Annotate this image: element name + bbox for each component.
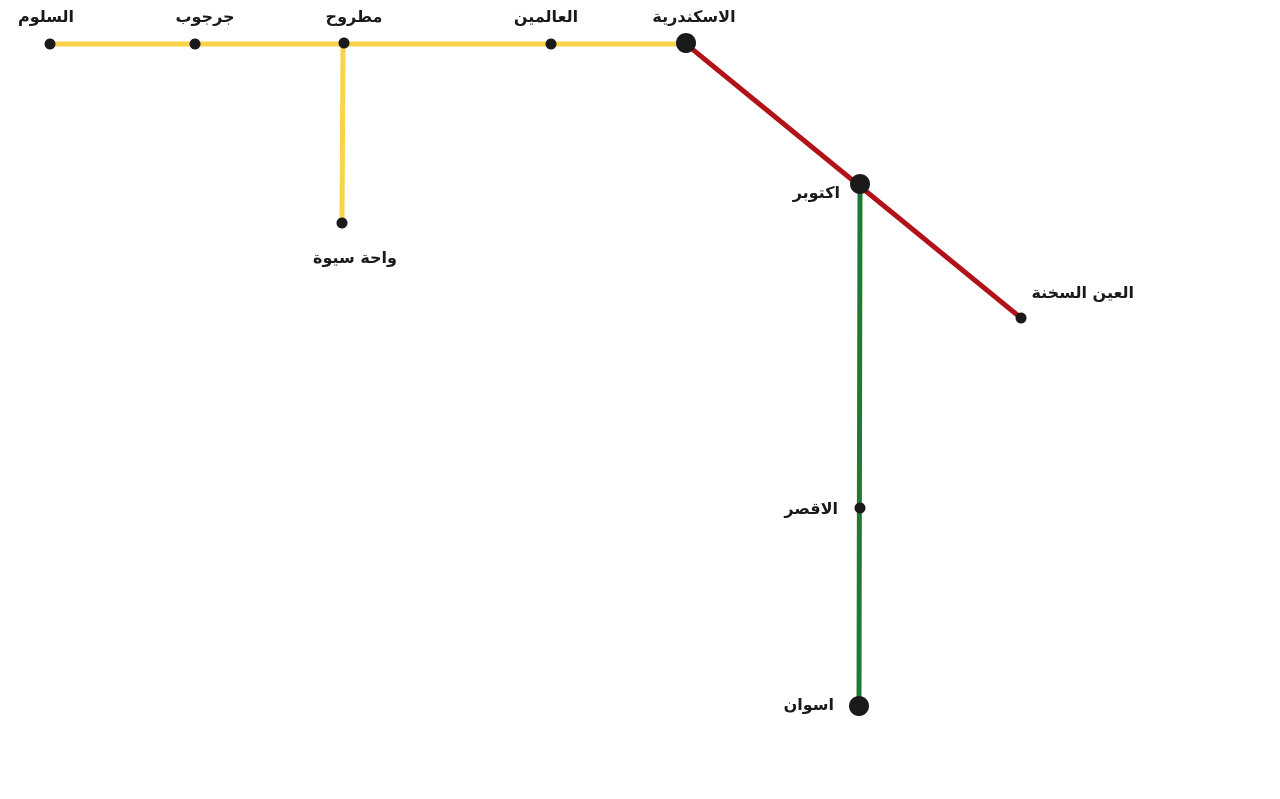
station-marker-siwa[interactable]	[336, 217, 348, 229]
station-marker-sokhna[interactable]	[1015, 312, 1027, 324]
station-marker-aswan[interactable]	[849, 696, 869, 716]
station-label-october: اكتوبر	[792, 183, 840, 202]
station-marker-jarjoub[interactable]	[189, 38, 201, 50]
station-label-siwa: واحة سيوة	[313, 248, 397, 267]
green-line	[856, 181, 863, 709]
station-label-luxor: الاقصر	[783, 499, 838, 518]
yellow-line	[47, 41, 689, 226]
station-marker-matrouh[interactable]	[338, 37, 350, 49]
station-labels: السلوم جرجوب مطروح العالمين الاسكندرية و…	[18, 7, 1134, 714]
station-marker-alexandria[interactable]	[676, 33, 696, 53]
station-label-alexandria: الاسكندرية	[652, 7, 735, 26]
station-marker-luxor[interactable]	[854, 502, 866, 514]
station-label-sokhna: العين السخنة	[1031, 283, 1134, 302]
green-line-segment-october-aswan	[856, 181, 863, 709]
station-markers	[44, 33, 1027, 716]
station-label-matrouh: مطروح	[326, 7, 383, 26]
station-label-alamein: العالمين	[514, 7, 578, 26]
station-label-aswan: اسوان	[784, 695, 834, 714]
station-label-salloum: السلوم	[18, 7, 74, 26]
station-marker-october[interactable]	[850, 174, 870, 194]
station-marker-alamein[interactable]	[545, 38, 557, 50]
yellow-line-segment-matrouh-siwa	[339, 41, 346, 226]
station-marker-salloum[interactable]	[44, 38, 56, 50]
station-label-jarjoub: جرجوب	[175, 7, 234, 26]
